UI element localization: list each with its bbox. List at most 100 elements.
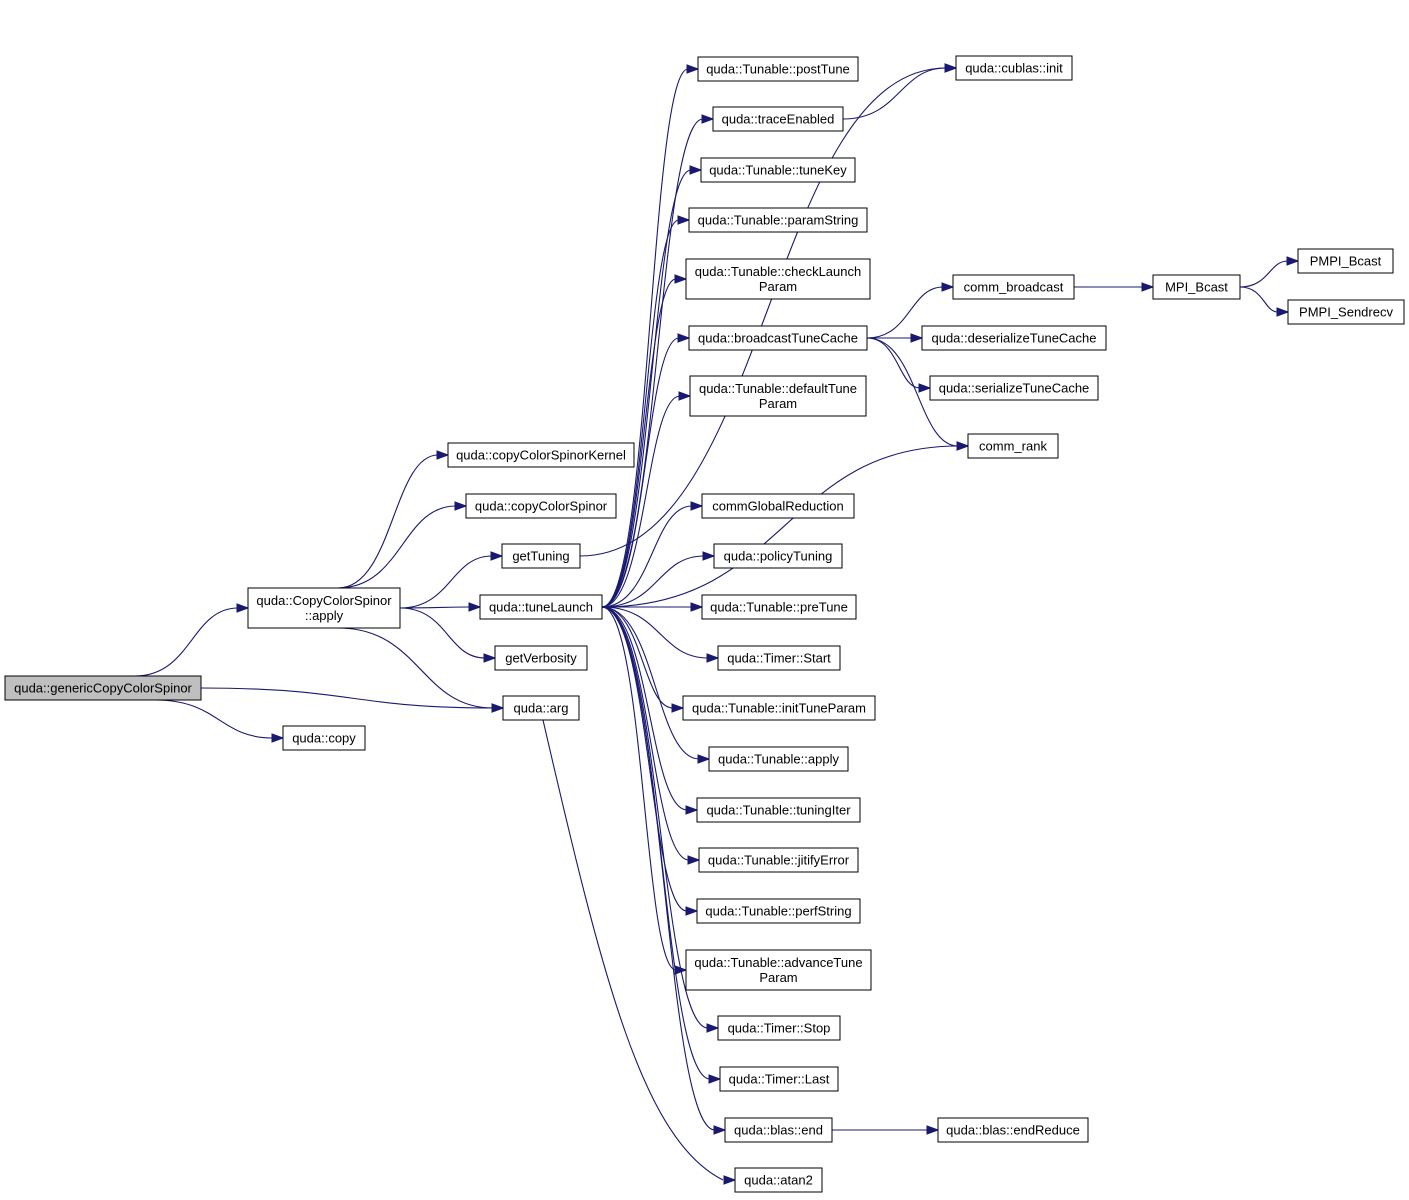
node-label: getTuning bbox=[512, 549, 569, 564]
node-pmpiSendrecv[interactable]: PMPI_Sendrecv bbox=[1287, 299, 1405, 325]
node-label: quda::policyTuning bbox=[724, 549, 833, 564]
node-label: comm_rank bbox=[979, 439, 1047, 454]
edge-mpiBcast-to-pmpiBcast bbox=[1239, 260, 1289, 288]
arrowhead-tuneLaunch-to-jitify bbox=[687, 855, 701, 865]
node-box bbox=[700, 157, 856, 183]
node-preTune[interactable]: quda::Tunable::preTune bbox=[701, 594, 857, 620]
node-tunableApply[interactable]: quda::Tunable::apply bbox=[708, 746, 849, 772]
node-pmpiBcast[interactable]: PMPI_Bcast bbox=[1297, 248, 1394, 274]
node-mpiBcast[interactable]: MPI_Bcast bbox=[1152, 274, 1241, 300]
node-label: quda::blas::endReduce bbox=[946, 1123, 1080, 1138]
arrowhead-apply-to-arg bbox=[491, 703, 505, 713]
node-atan2[interactable]: quda::atan2 bbox=[734, 1167, 823, 1193]
arrowhead-tuneLaunch-to-paramString bbox=[677, 215, 691, 225]
node-box bbox=[1152, 274, 1241, 300]
node-commGlobal[interactable]: commGlobalReduction bbox=[701, 493, 855, 519]
node-box bbox=[724, 1117, 833, 1143]
edge-tuneLaunch-to-timerLast bbox=[601, 606, 711, 1080]
node-timerStart[interactable]: quda::Timer::Start bbox=[717, 645, 841, 671]
node-tuningIter[interactable]: quda::Tunable::tuningIter bbox=[696, 797, 861, 823]
node-serialize[interactable]: quda::serializeTuneCache bbox=[929, 375, 1099, 401]
node-getTuning[interactable]: getTuning bbox=[501, 543, 581, 569]
node-label: quda::Tunable::postTune bbox=[706, 62, 850, 77]
node-box bbox=[696, 898, 861, 924]
node-postTune[interactable]: quda::Tunable::postTune bbox=[697, 56, 859, 82]
node-label: Param bbox=[759, 279, 797, 294]
arrowhead-tuneLaunch-to-commGlobal bbox=[690, 501, 704, 511]
node-label: ::apply bbox=[305, 608, 344, 623]
arrowhead-apply-to-ccs bbox=[454, 501, 468, 511]
node-timerStop[interactable]: quda::Timer::Stop bbox=[717, 1015, 841, 1041]
edge-tuneLaunch-to-policyTuning bbox=[601, 555, 705, 608]
node-generic[interactable]: quda::genericCopyColorSpinor bbox=[4, 675, 202, 701]
node-label: quda::Tunable::advanceTune bbox=[694, 955, 862, 970]
node-box bbox=[719, 1066, 839, 1092]
edge-tuneLaunch-to-jitify bbox=[601, 606, 690, 861]
edge-tuneLaunch-to-postTune bbox=[601, 68, 689, 608]
node-label: PMPI_Sendrecv bbox=[1299, 305, 1393, 320]
node-paramString[interactable]: quda::Tunable::paramString bbox=[688, 207, 868, 233]
node-label: quda::genericCopyColorSpinor bbox=[14, 681, 192, 696]
edge-broadcast-to-serialize bbox=[866, 337, 921, 389]
node-label: quda::Timer::Start bbox=[727, 651, 831, 666]
arrowhead-tuneLaunch-to-broadcast bbox=[677, 333, 691, 343]
arrowhead-tuneLaunch-to-perfString bbox=[685, 906, 699, 916]
node-policyTuning[interactable]: quda::policyTuning bbox=[713, 543, 843, 569]
node-jitify[interactable]: quda::Tunable::jitifyError bbox=[698, 847, 859, 873]
node-deserialize[interactable]: quda::deserializeTuneCache bbox=[921, 325, 1107, 351]
edge-tuneLaunch-to-checkLaunch bbox=[601, 278, 677, 608]
edge-traceEnabled-to-cublasInit bbox=[842, 67, 947, 120]
edge-tuneLaunch-to-commRank bbox=[601, 445, 959, 608]
node-cublasInit[interactable]: quda::cublas::init bbox=[955, 55, 1073, 81]
arrowhead-tuneLaunch-to-tunableApply bbox=[697, 754, 711, 764]
node-commBroadcast[interactable]: comm_broadcast bbox=[952, 274, 1075, 300]
node-box bbox=[1287, 299, 1405, 325]
node-ccs[interactable]: quda::copyColorSpinor bbox=[465, 493, 617, 519]
arrowhead-tuneLaunch-to-blasEnd bbox=[713, 1125, 727, 1135]
edge-arg-to-atan2 bbox=[542, 719, 724, 1181]
node-initTune[interactable]: quda::Tunable::initTuneParam bbox=[682, 695, 876, 721]
node-tuneKey[interactable]: quda::Tunable::tuneKey bbox=[700, 157, 856, 183]
arrowhead-apply-to-tuneLaunch bbox=[468, 602, 482, 612]
edge-apply-to-tuneLaunch bbox=[399, 606, 471, 609]
node-label: quda::Tunable::paramString bbox=[698, 213, 859, 228]
edge-apply-to-arg bbox=[337, 627, 494, 709]
edge-apply-to-kernel bbox=[337, 454, 439, 589]
edge-tuneLaunch-to-timerStop bbox=[601, 606, 709, 1029]
arrowhead-tuneLaunch-to-checkLaunch bbox=[674, 274, 688, 284]
edge-tuneLaunch-to-initTune bbox=[601, 606, 674, 709]
node-arg[interactable]: quda::arg bbox=[502, 695, 580, 721]
arrowhead-broadcast-to-commBroadcast bbox=[941, 282, 955, 292]
node-label: quda::Tunable::tuneKey bbox=[709, 163, 847, 178]
node-label: commGlobalReduction bbox=[712, 499, 844, 514]
arrowhead-mpiBcast-to-pmpiSendrecv bbox=[1276, 307, 1290, 317]
node-timerLast[interactable]: quda::Timer::Last bbox=[719, 1066, 839, 1092]
node-tuneLaunch[interactable]: quda::tuneLaunch bbox=[479, 594, 603, 620]
node-traceEnabled[interactable]: quda::traceEnabled bbox=[712, 106, 844, 132]
node-copy[interactable]: quda::copy bbox=[282, 725, 366, 751]
node-label: quda::CopyColorSpinor bbox=[256, 593, 392, 608]
node-endReduce[interactable]: quda::blas::endReduce bbox=[937, 1117, 1089, 1143]
edge-tuneLaunch-to-traceEnabled bbox=[601, 118, 704, 608]
node-label: quda::arg bbox=[514, 701, 569, 716]
node-commRank[interactable]: comm_rank bbox=[967, 433, 1059, 459]
node-label: comm_broadcast bbox=[964, 280, 1064, 295]
node-broadcast[interactable]: quda::broadcastTuneCache bbox=[688, 325, 868, 351]
nodes-layer: quda::genericCopyColorSpinor quda::CopyCo… bbox=[4, 55, 1405, 1193]
node-kernel[interactable]: quda::copyColorSpinorKernel bbox=[447, 442, 635, 468]
node-blasEnd[interactable]: quda::blas::end bbox=[724, 1117, 833, 1143]
node-box bbox=[501, 543, 581, 569]
node-perfString[interactable]: quda::Tunable::perfString bbox=[696, 898, 861, 924]
node-label: quda::Tunable::initTuneParam bbox=[692, 701, 866, 716]
node-box bbox=[701, 493, 855, 519]
node-label: quda::blas::end bbox=[734, 1123, 823, 1138]
node-label: MPI_Bcast bbox=[1165, 280, 1228, 295]
node-apply[interactable]: quda::CopyColorSpinor::apply bbox=[247, 587, 401, 629]
edge-generic-to-apply bbox=[134, 607, 239, 677]
node-box bbox=[712, 106, 844, 132]
node-box bbox=[1297, 248, 1394, 274]
node-getVerbosity[interactable]: getVerbosity bbox=[494, 645, 588, 671]
